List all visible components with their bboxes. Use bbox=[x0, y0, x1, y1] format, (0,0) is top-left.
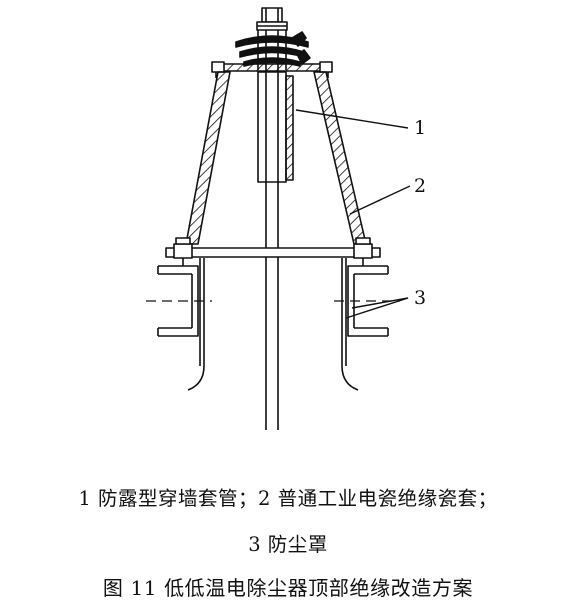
dust-cover bbox=[187, 258, 359, 391]
legend-line-1: 1 防露型穿墙套管；2 普通工业电瓷绝缘瓷套； bbox=[78, 487, 498, 510]
wall-bushing bbox=[257, 71, 294, 183]
legend-line-2: 3 防尘罩 bbox=[248, 533, 328, 556]
insulator-diagram: 1 2 3 bbox=[146, 7, 426, 430]
top-nut bbox=[256, 7, 288, 31]
callout-3: 3 bbox=[414, 287, 426, 309]
callout-1: 1 bbox=[414, 117, 426, 139]
lower-flange bbox=[165, 237, 381, 266]
leader-lines bbox=[295, 109, 411, 319]
callout-2: 2 bbox=[414, 175, 426, 197]
figure-title: 图 11 低低温电除尘器顶部绝缘改造方案 bbox=[102, 576, 474, 600]
